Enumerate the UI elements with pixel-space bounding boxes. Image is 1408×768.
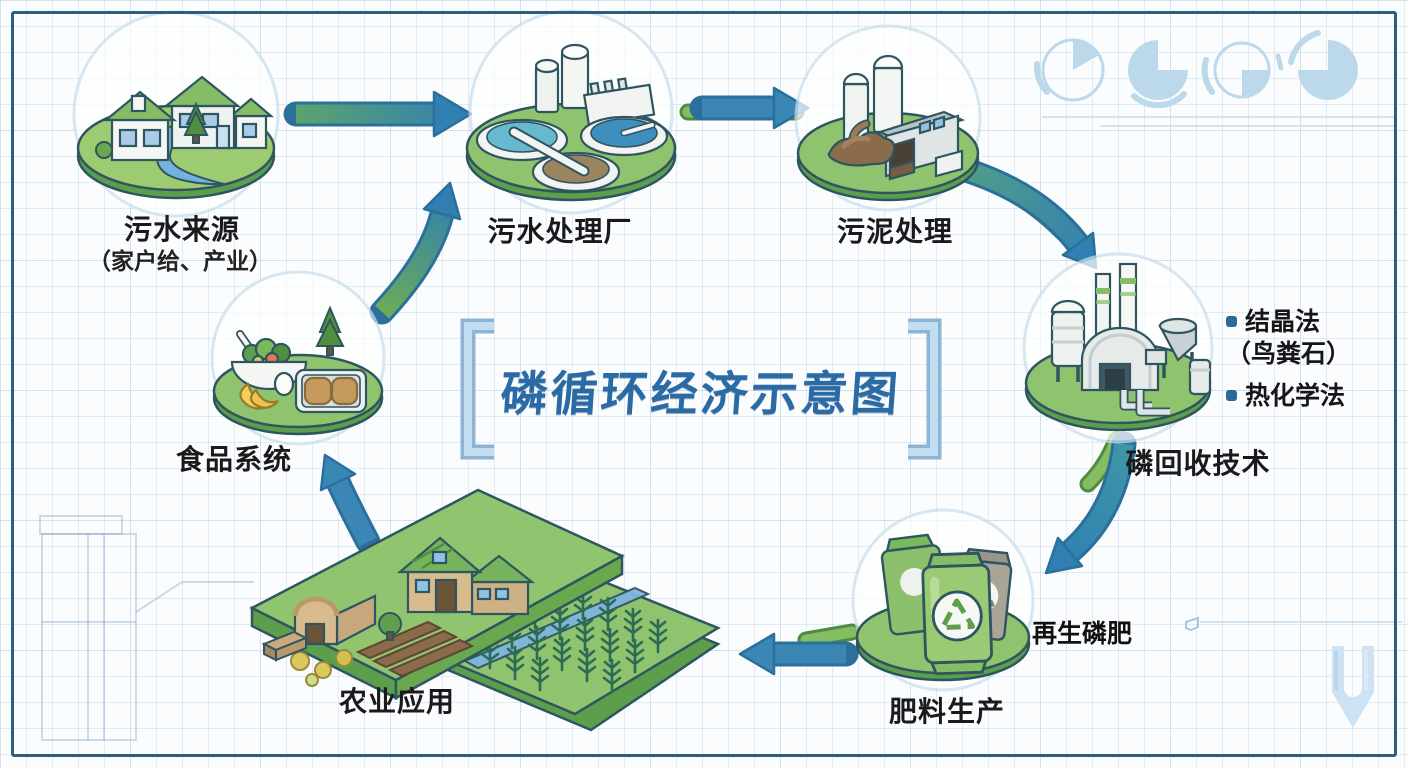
bullet-struvite: （鸟粪石） — [1226, 340, 1352, 368]
clarifier-tanks-illustration — [465, 9, 677, 215]
food-bowl-illustration — [210, 270, 386, 446]
bullet-crystallization: 结晶法 — [1245, 308, 1321, 336]
flag-icon — [1185, 616, 1402, 632]
pie-chart-icon — [1288, 30, 1358, 100]
arrow-source-to-treatment — [283, 90, 473, 138]
bracket-left-icon — [460, 318, 494, 460]
label-food-system: 食品系统 — [175, 444, 292, 475]
recovery-methods-list: 结晶法 （鸟粪石） 热化学法 — [1226, 306, 1406, 412]
arrow-recovery-to-fertilizer — [1044, 431, 1137, 575]
diagram-title-block: 磷循环经济示意图 — [452, 318, 950, 460]
label-wastewater-source: 污水来源 — [123, 214, 240, 245]
bullet-marker-icon — [1226, 390, 1237, 401]
bracket-right-icon — [908, 318, 942, 460]
list-item: 结晶法 — [1226, 306, 1406, 338]
pen-nib-icon — [1332, 646, 1374, 728]
fertilizer-bags-illustration — [851, 508, 1035, 692]
page-title: 磷循环经济示意图 — [498, 366, 903, 420]
label-agriculture: 农业应用 — [338, 686, 455, 717]
bullet-marker-icon — [1226, 316, 1237, 327]
arrow-food-to-treatment — [369, 181, 462, 325]
sublabel-wastewater-source: （家户给、产业） — [88, 248, 272, 274]
blueprint-sketch — [39, 515, 254, 741]
pie-chart-icon — [1033, 38, 1105, 102]
bullet-thermochemical: 热化学法 — [1245, 382, 1346, 410]
recovery-factory-illustration — [1022, 252, 1214, 444]
label-treatment-plant: 污水处理厂 — [487, 216, 633, 247]
label-sludge-treatment: 污泥处理 — [836, 216, 953, 247]
top-right-pie-icons — [1033, 30, 1396, 127]
arrow-treatment-to-sludge — [689, 86, 810, 130]
houses-river-illustration — [72, 10, 280, 218]
arrow-fertilizer-to-agriculture — [738, 632, 859, 676]
list-item: 热化学法 — [1226, 380, 1406, 412]
arrow-agriculture-to-food — [319, 453, 381, 555]
pie-chart-icon — [1128, 40, 1188, 109]
label-fertilizer-production: 肥料生产 — [888, 696, 1005, 727]
farm-fields-illustration — [249, 488, 721, 732]
tag-regenerated-fertilizer: 再生磷肥 — [1032, 620, 1133, 648]
sludge-plant-illustration — [794, 24, 982, 212]
pie-chart-icon — [1201, 41, 1284, 99]
label-phosphorus-recovery: 磷回收技术 — [1125, 448, 1271, 479]
